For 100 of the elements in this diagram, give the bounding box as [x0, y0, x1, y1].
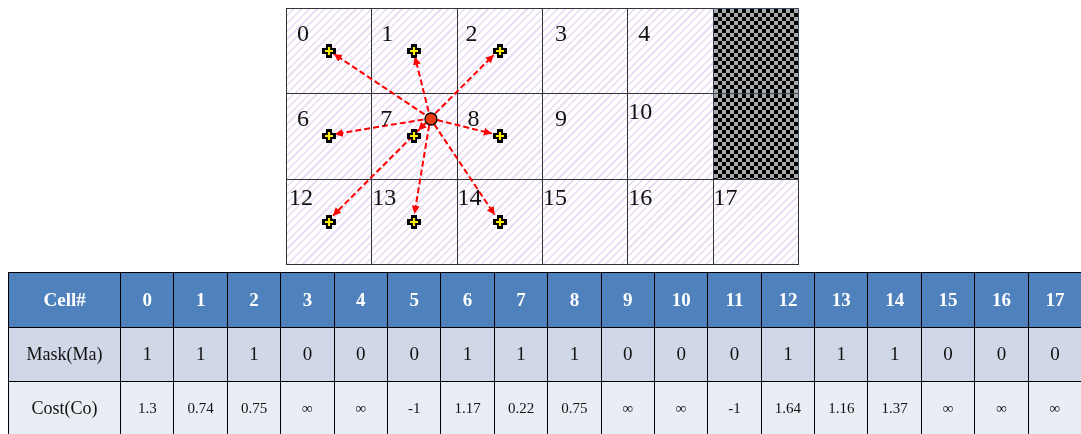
table-header-cell: 9 [600, 272, 656, 328]
blocked-cell [712, 93, 800, 181]
grid-cell [456, 93, 544, 181]
cell-number: 9 [554, 106, 567, 131]
grid-cell [286, 8, 373, 95]
table-header-cell: 0 [120, 272, 175, 328]
table-cell: 1.3 [120, 381, 175, 434]
table-cell: 0 [1027, 326, 1081, 383]
neighbor-marker [492, 214, 507, 229]
table-cell: 1 [547, 326, 602, 383]
neighbor-marker [322, 44, 336, 58]
table-cell: ∞ [920, 381, 976, 434]
table-header-cell: 15 [920, 272, 976, 328]
cell-number: 1 [381, 21, 394, 45]
cell-number: 15 [542, 184, 567, 209]
table-cell: ∞ [600, 381, 656, 434]
dashed-arrow [333, 118, 425, 137]
cell-number: 2 [465, 21, 478, 45]
neighbor-marker [322, 214, 336, 229]
table-cell: ∞ [280, 381, 335, 434]
table-header-cell: 13 [814, 272, 869, 328]
cell-number: 17 [713, 184, 738, 209]
table-header-cell: 2 [226, 272, 282, 328]
table-cell: 1.37 [867, 381, 922, 434]
dashed-arrow [411, 124, 431, 215]
cell-number: 4 [638, 21, 651, 45]
neighbor-marker [492, 129, 507, 144]
grid-cell [371, 93, 459, 181]
dashed-arrow [436, 119, 493, 136]
table-cell: 1 [440, 326, 495, 383]
cell-number: 14 [457, 184, 482, 209]
table-header-cell: 17 [1027, 272, 1081, 328]
table-cell: 0 [280, 326, 335, 383]
table-cell: 1 [867, 326, 922, 383]
table-cell: 0 [974, 326, 1029, 383]
table-cell: 1.16 [814, 381, 869, 434]
cell-number: 3 [554, 21, 567, 45]
grid-cell [541, 93, 629, 181]
table-cell: ∞ [333, 381, 389, 434]
dashed-arrow [417, 121, 427, 132]
grid-cell [712, 178, 800, 266]
table-cell: Mask(Ma) [8, 326, 122, 383]
table-cell: 0.75 [226, 381, 282, 434]
dashed-arrow [331, 122, 427, 217]
cell-number: 13 [372, 184, 397, 209]
cell-number: 6 [297, 106, 309, 131]
table-header-cell: 11 [707, 272, 762, 328]
cell-number: 12 [289, 184, 313, 209]
dashed-arrow [413, 55, 430, 113]
neighbor-marker [492, 44, 507, 58]
neighbor-marker [407, 44, 422, 58]
table-cell: 1.64 [760, 381, 816, 434]
table-header-cell: 5 [386, 272, 442, 328]
table-header-cell: 14 [867, 272, 922, 328]
table-header-cell: 16 [974, 272, 1029, 328]
grid-cell [541, 8, 629, 95]
grid-cell [371, 178, 459, 266]
neighbor-marker [322, 129, 336, 144]
table-cell: 0 [707, 326, 762, 383]
cell-number: 8 [467, 106, 480, 131]
neighbor-marker [407, 129, 422, 144]
table-header-cell: Cell# [8, 272, 122, 328]
cell-number: 7 [380, 106, 393, 131]
grid-cell [627, 8, 714, 95]
table-cell: 0.74 [173, 381, 228, 434]
grid-cell [541, 178, 629, 266]
table-header-cell: 12 [760, 272, 816, 328]
table-cell: ∞ [1027, 381, 1081, 434]
dashed-arrow [433, 123, 496, 216]
table-cell: 1 [173, 326, 228, 383]
table-header-cell: 4 [333, 272, 389, 328]
table-cell: 0.22 [493, 381, 549, 434]
grid-cell [286, 178, 373, 266]
blocked-cell [712, 8, 800, 95]
table-cell: 1 [120, 326, 175, 383]
table-cell: 0.75 [547, 381, 602, 434]
cell-number: 16 [628, 184, 653, 209]
grid-cell [456, 8, 544, 95]
table-header-cell: 1 [173, 272, 228, 328]
table-header-cell: 7 [493, 272, 549, 328]
table-cell: ∞ [974, 381, 1029, 434]
grid-cell [627, 178, 714, 266]
table-cell: 1.17 [440, 381, 495, 434]
grid-cell [456, 178, 544, 266]
table-cell: 1 [814, 326, 869, 383]
dashed-arrow [332, 52, 426, 116]
table-cell: Cost(Co) [8, 381, 122, 434]
table-cell: -1 [707, 381, 762, 434]
current-position-dot [424, 112, 439, 127]
table-header-cell: 10 [653, 272, 709, 328]
neighbor-marker [407, 214, 422, 229]
table-header-cell: 8 [547, 272, 602, 328]
grid-cell [286, 93, 373, 181]
dashed-arrow [434, 53, 495, 115]
grid-cell [371, 8, 459, 95]
table-cell: ∞ [653, 381, 709, 434]
cell-number: 0 [297, 21, 309, 45]
cell-number: 10 [628, 99, 653, 124]
table-header-cell: 6 [440, 272, 495, 328]
table-header-cell: 3 [280, 272, 335, 328]
